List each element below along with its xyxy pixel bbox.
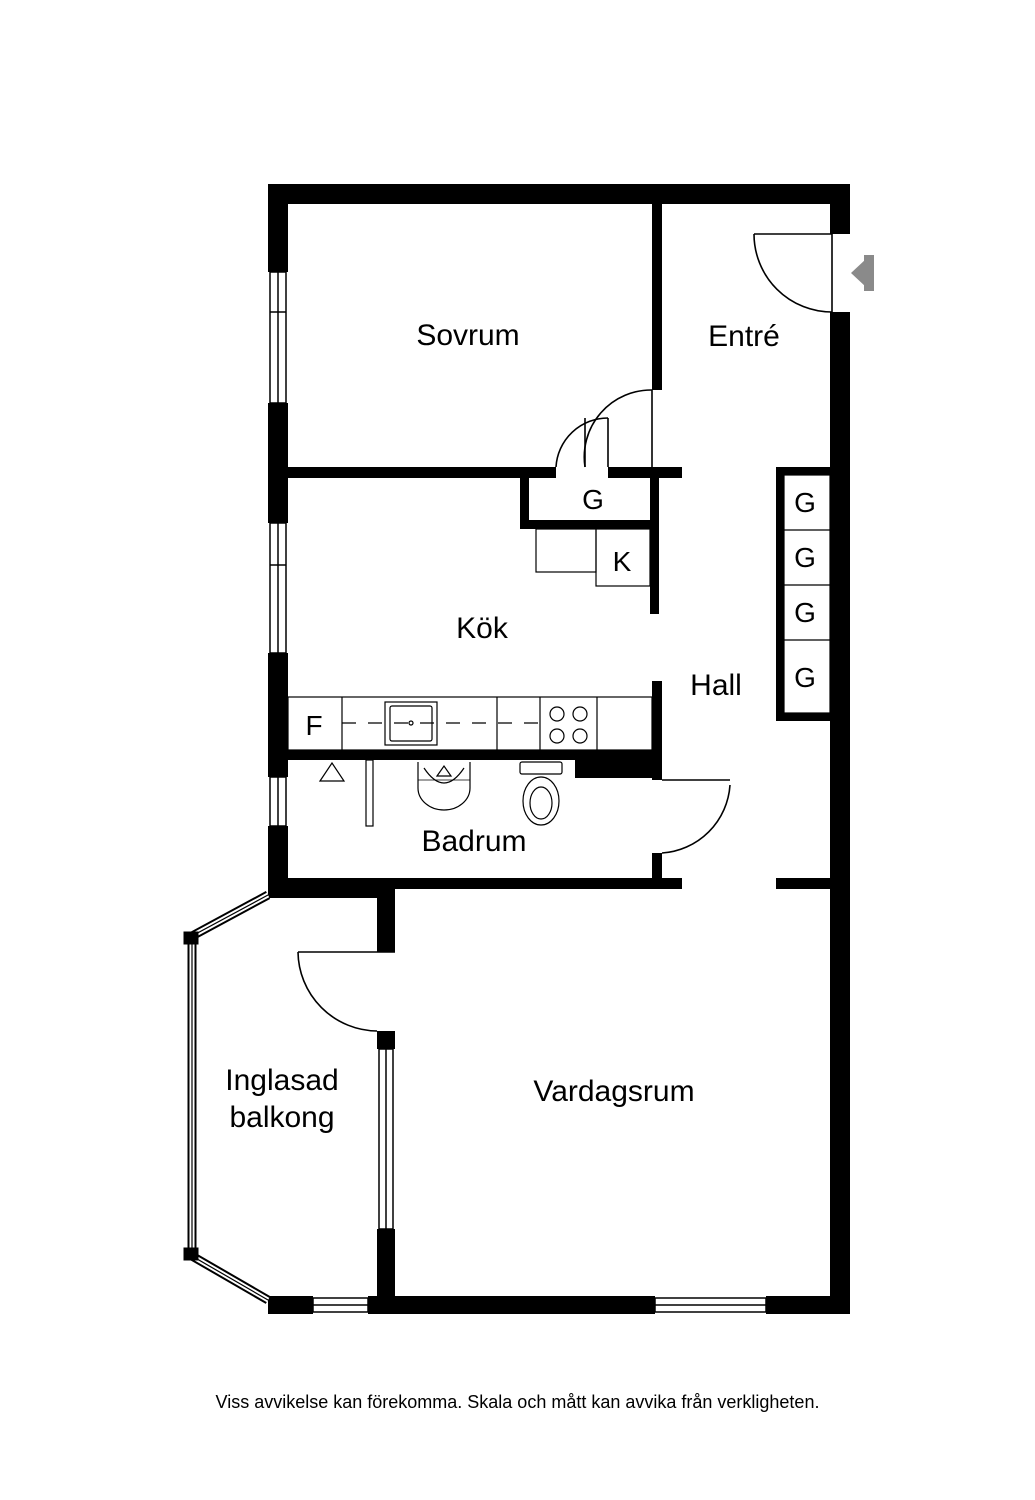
hall-closet-label-1: G bbox=[794, 487, 816, 518]
toilet-icon bbox=[519, 761, 563, 826]
fridge-outline bbox=[535, 528, 651, 587]
room-label-vardagsrum: Vardagsrum bbox=[533, 1075, 694, 1108]
balcony-glass-wall bbox=[378, 1048, 394, 1230]
doors bbox=[297, 233, 833, 1032]
washbasin-icon bbox=[417, 762, 471, 811]
shower-screen bbox=[365, 759, 374, 827]
disclaimer-text: Viss avvikelse kan förekomma. Skala och … bbox=[215, 1392, 820, 1412]
room-label-hall: Hall bbox=[690, 669, 742, 702]
sink-icon bbox=[384, 701, 438, 746]
room-label-entre: Entré bbox=[708, 320, 780, 353]
windows bbox=[269, 271, 767, 1313]
hall-closet-label-2: G bbox=[794, 542, 816, 573]
closet-label-kitchen: G bbox=[582, 484, 604, 515]
kitchen-counter bbox=[287, 696, 653, 751]
stove-icon bbox=[549, 706, 588, 744]
hall-closet-label-4: G bbox=[794, 662, 816, 693]
room-label-balkong-line1: Inglasad bbox=[225, 1064, 338, 1097]
room-label-kok: Kök bbox=[456, 612, 509, 645]
room-label-balkong-line2: balkong bbox=[229, 1101, 334, 1134]
fridge-label: K bbox=[613, 546, 632, 577]
shower-drain-icon bbox=[318, 761, 346, 782]
entrance-arrow-icon bbox=[851, 255, 874, 291]
bathroom-fixtures bbox=[318, 759, 563, 827]
room-label-badrum: Badrum bbox=[421, 825, 526, 858]
glazed-balcony-outline bbox=[183, 891, 271, 1304]
hall-closets bbox=[783, 474, 831, 714]
interior-walls bbox=[268, 204, 850, 1314]
hall-closet-label-3: G bbox=[794, 597, 816, 628]
outer-walls bbox=[268, 184, 850, 1314]
freezer-label: F bbox=[305, 710, 322, 741]
room-label-sovrum: Sovrum bbox=[416, 319, 519, 352]
